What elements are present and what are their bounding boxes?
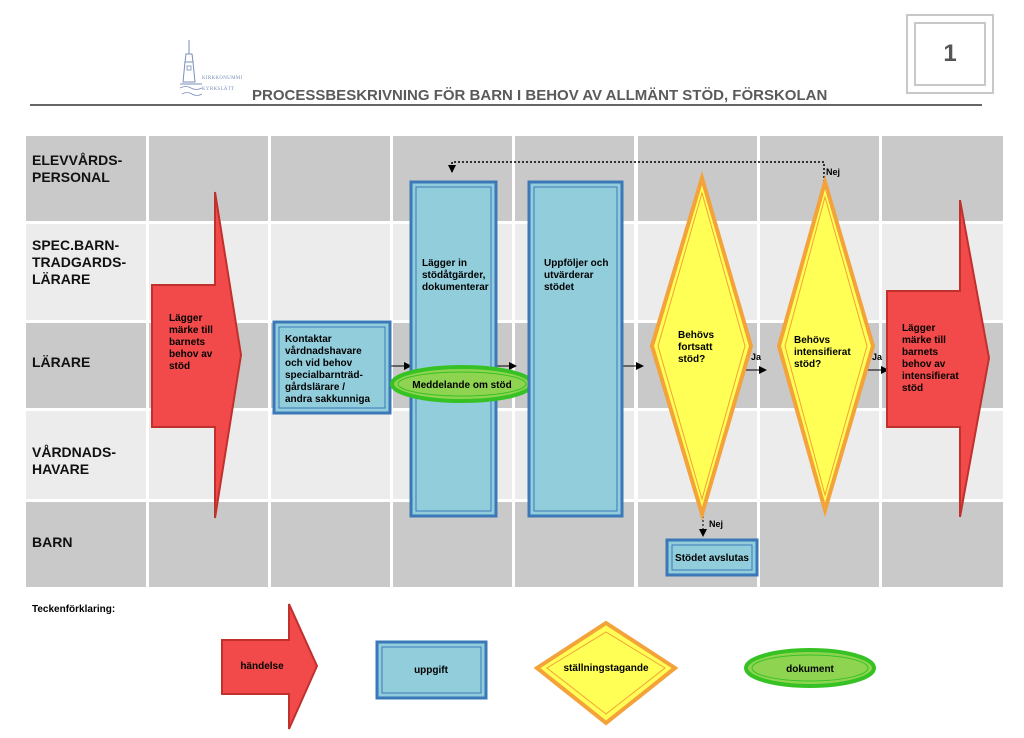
lane-cell <box>271 136 390 221</box>
legend-document-label: dokument <box>786 664 834 675</box>
lane-label: VÅRDNADS- HAVARE <box>32 444 116 477</box>
lane-cell <box>271 411 390 499</box>
task-contact-text: Kontaktar vårdnadshavare och vid behov s… <box>285 334 370 405</box>
legend-decision-label: ställningstagande <box>563 663 648 674</box>
start-event-text: Lägger märke till barnets behov av stöd <box>169 313 216 372</box>
task-add-measures: Lägger in stödåtgärder, dokumenterar <box>409 180 498 518</box>
lane-cell <box>882 502 1003 587</box>
task-measures-text: Lägger in stödåtgärder, dokumenterar <box>422 258 489 293</box>
lane-cell <box>26 224 146 320</box>
lane-cell <box>760 502 879 587</box>
municipality-logo: KIRKKONUMMI KYRKSLÄTT <box>179 40 243 96</box>
legend-title: Teckenförklaring: <box>32 604 116 615</box>
legend: händelse uppgift ställningstagande dokum… <box>221 603 876 730</box>
start-event-arrow <box>151 191 243 519</box>
lane-cell <box>26 136 146 221</box>
end-event-text: Lägger märke till barnets behov av inten… <box>902 323 961 394</box>
lane-cell <box>26 411 146 499</box>
document-message-of-support: Meddelande om stöd <box>390 365 534 403</box>
task-contact-guardians: Kontaktar vårdnadshavare och vid behov s… <box>272 320 392 415</box>
lane-cell <box>26 323 146 408</box>
lane-label: LÄRARE <box>32 354 91 370</box>
legend-task-label: uppgift <box>414 665 449 676</box>
legend-event-label: händelse <box>240 661 284 672</box>
lane-label: ELEVVÅRDS- PERSONAL <box>32 152 123 185</box>
logo-text-line-1: KIRKKONUMMI <box>202 76 243 81</box>
lane-label: BARN <box>32 534 73 550</box>
legend-task: uppgift <box>375 640 488 700</box>
start-event: Lägger märke till barnets behov av stöd <box>151 191 243 519</box>
lane-cell <box>26 502 146 587</box>
task-support-ends: Stödet avslutas <box>665 538 759 577</box>
task-evaluate-text: Uppföljer och utvärderar stödet <box>544 258 611 293</box>
lighthouse-icon <box>179 40 203 96</box>
decision-intensified-support: Behövs intensifierat stöd? <box>776 174 876 518</box>
connector-decision2-no-loop <box>448 161 825 186</box>
legend-document: dokument <box>744 648 876 688</box>
task-support-ends-text: Stödet avslutas <box>675 553 749 564</box>
decision-continued-support: Behövs fortsatt stöd? <box>649 170 754 522</box>
document-text: Meddelande om stöd <box>412 380 511 391</box>
edge-label-no-1: Nej <box>709 519 723 529</box>
decision-continued-text: Behövs fortsatt stöd? <box>678 330 717 365</box>
edge-label-no-2: Nej <box>826 167 840 177</box>
page-number: 1 <box>914 22 986 86</box>
page-title: PROCESSBESKRIVNING FÖR BARN I BEHOV AV A… <box>252 87 828 104</box>
lane-cell <box>271 224 390 320</box>
lane-label: SPEC.BARN- TRADGARDS- LÄRARE <box>32 237 127 287</box>
lane-cell <box>149 136 268 221</box>
title-divider <box>30 104 982 106</box>
end-event: Lägger märke till barnets behov av inten… <box>886 199 991 518</box>
logo-text-line-2: KYRKSLÄTT <box>202 86 234 92</box>
lane-cell <box>271 502 390 587</box>
edge-label-yes-1: Ja <box>751 352 762 362</box>
edge-label-yes-2: Ja <box>872 352 883 362</box>
lane-cell <box>149 502 268 587</box>
legend-decision: ställningstagande <box>533 620 679 726</box>
task-evaluate-support: Uppföljer och utvärderar stödet <box>527 180 624 518</box>
lane-cell <box>882 136 1003 221</box>
legend-event: händelse <box>221 603 319 730</box>
page-number-box: 1 <box>906 14 994 94</box>
decision-intensified-text: Behövs intensifierat stöd? <box>794 335 853 370</box>
